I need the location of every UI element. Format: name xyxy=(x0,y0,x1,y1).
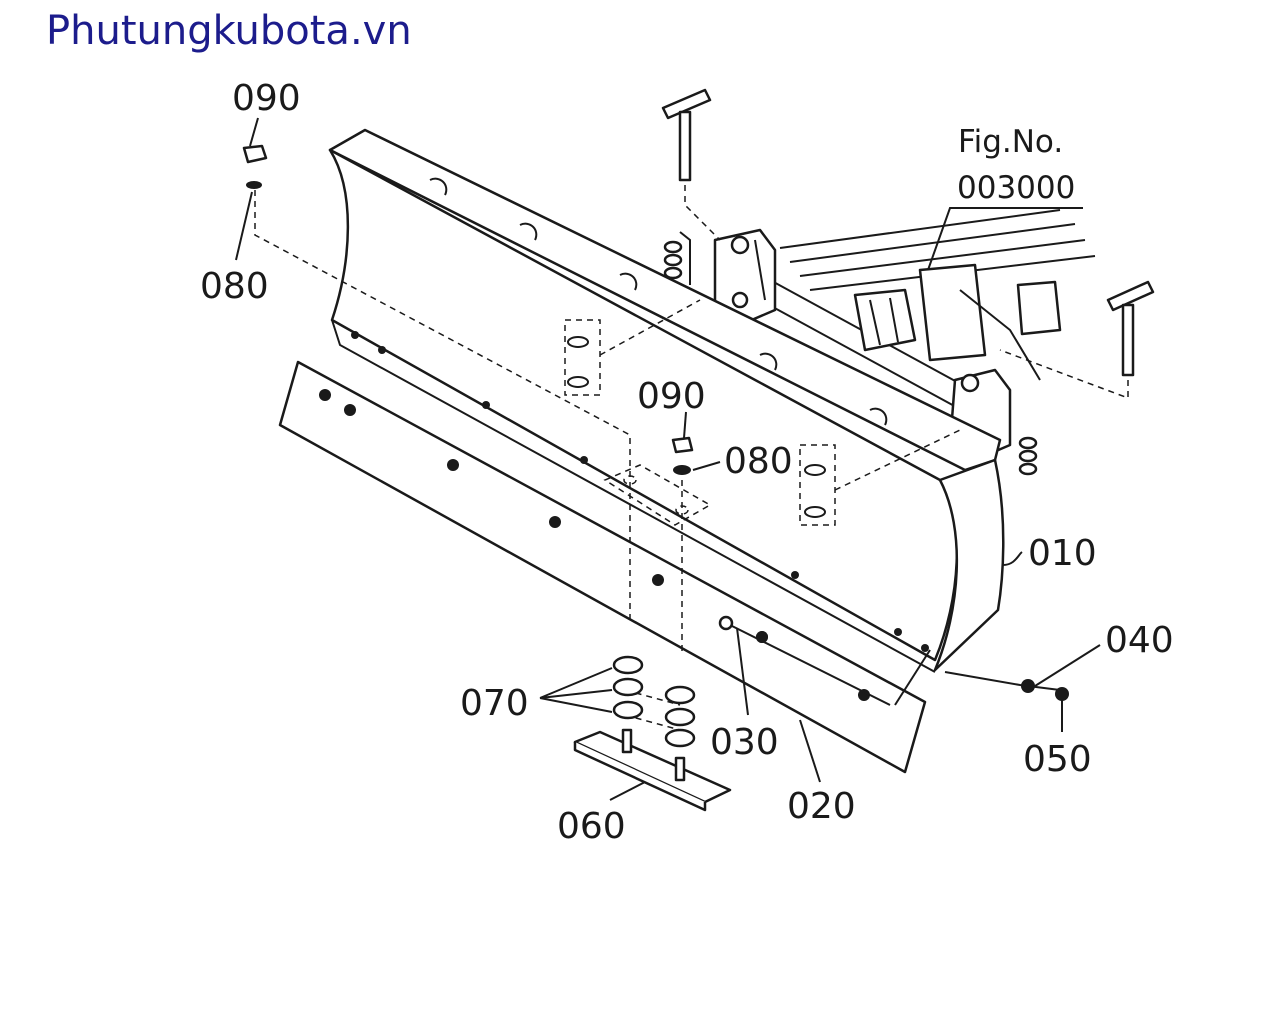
right-washer-stack xyxy=(1018,436,1038,476)
hardware-top-left xyxy=(242,144,268,189)
callout-010: 010 xyxy=(1028,533,1097,574)
cutting-edge-020 xyxy=(278,360,927,774)
bolt-030 xyxy=(718,615,768,643)
right-t-pin xyxy=(999,280,1155,400)
figure-ref-number: 003000 xyxy=(957,170,1075,206)
figure-ref-label: Fig.No. xyxy=(958,124,1063,160)
blade-010 xyxy=(328,128,1005,673)
callout-labels: 090 080 090 080 010 040 050 070 030 020 … xyxy=(200,78,1174,847)
skid-shoe-060 xyxy=(573,728,732,812)
callout-020: 020 xyxy=(787,786,856,827)
callout-050: 050 xyxy=(1023,739,1092,780)
left-t-pin xyxy=(661,88,721,241)
frame-assembly xyxy=(759,209,1096,421)
callout-060: 060 xyxy=(557,806,626,847)
callout-040: 040 xyxy=(1105,620,1174,661)
callout-080-mid: 080 xyxy=(724,441,793,482)
site-watermark: Phutungkubota.vn xyxy=(46,8,412,54)
callout-030: 030 xyxy=(710,722,779,763)
left-mount-bracket xyxy=(713,228,777,327)
callout-080-top: 080 xyxy=(200,266,269,307)
left-washer-stack xyxy=(663,231,691,285)
callout-090-top: 090 xyxy=(232,78,301,119)
hardware-center xyxy=(671,436,694,475)
shims-070 xyxy=(612,655,696,748)
callout-090-mid: 090 xyxy=(637,376,706,417)
callout-070: 070 xyxy=(460,683,529,724)
leader-lines xyxy=(235,117,1101,801)
